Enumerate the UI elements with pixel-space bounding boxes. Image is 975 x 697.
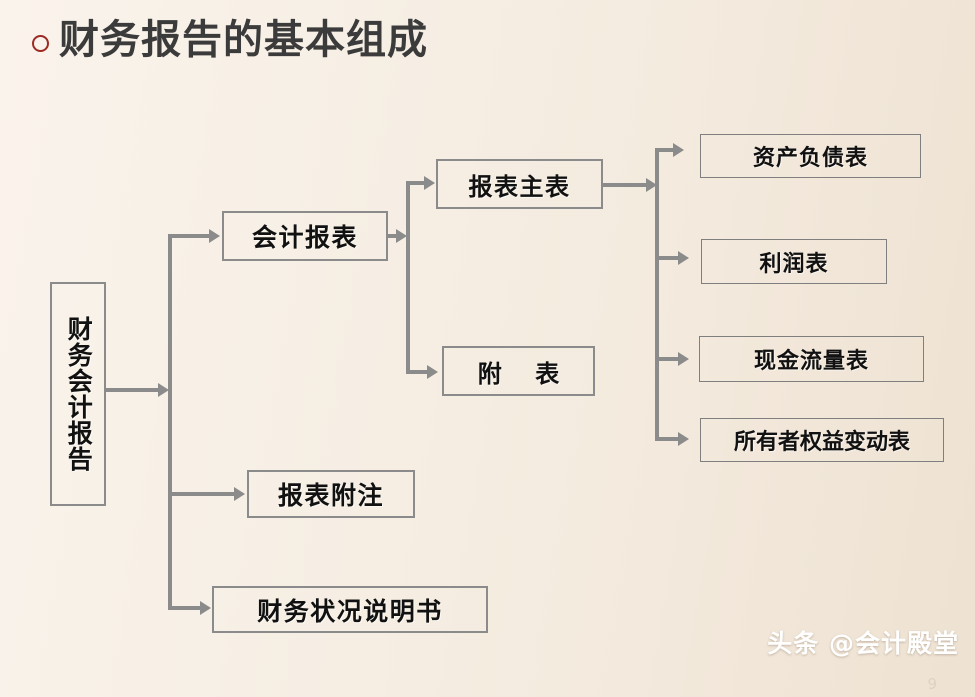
node-changes-in-equity-statement-label: 所有者权益变动表	[733, 430, 910, 455]
page-title: 财务报告的基本组成	[32, 20, 428, 60]
connector-trunk2-to-bbzb	[406, 181, 428, 185]
arrow-trunk1-to-cwzk	[200, 601, 211, 615]
node-accounting-statements[interactable]: 会计报表	[222, 211, 388, 261]
connector-trunk-level3	[655, 149, 659, 441]
node-root-label: 财务会计报告	[64, 316, 94, 472]
node-statement-notes-label: 报表附注	[277, 481, 384, 510]
connector-trunk3-to-lrb	[655, 256, 681, 260]
page-title-text: 财务报告的基本组成	[59, 17, 428, 63]
node-income-statement[interactable]: 利润表	[701, 239, 887, 284]
node-financial-status-description[interactable]: 财务状况说明书	[212, 586, 488, 633]
connector-trunk1-to-bbfz	[168, 492, 238, 496]
arrow-trunk3-to-lrb	[678, 251, 689, 265]
node-changes-in-equity-statement[interactable]: 所有者权益变动表	[700, 418, 944, 462]
node-accounting-statements-label: 会计报表	[251, 223, 358, 252]
arrow-bbzb-to-trunk3	[646, 178, 657, 192]
node-statement-notes[interactable]: 报表附注	[247, 470, 415, 518]
node-balance-sheet-label: 资产负债表	[752, 146, 868, 171]
connector-root-to-trunk1	[106, 388, 162, 392]
node-main-statements-label: 报表主表	[468, 172, 571, 201]
arrow-trunk3-to-zcfz	[673, 143, 684, 157]
connector-trunk2-to-fubiao	[406, 370, 428, 374]
node-cash-flow-statement[interactable]: 现金流量表	[699, 336, 924, 382]
node-income-statement-label: 利润表	[759, 251, 829, 277]
node-main-statements[interactable]: 报表主表	[436, 159, 603, 209]
arrow-trunk2-to-bbzb	[424, 176, 435, 190]
node-balance-sheet[interactable]: 资产负债表	[700, 134, 921, 178]
node-root-financial-accounting-report[interactable]: 财务会计报告	[50, 282, 106, 506]
watermark-text: 头条 @会计殿堂	[767, 629, 959, 658]
connector-bbzb-to-trunk3	[603, 183, 653, 187]
connector-kjbb-to-trunk2	[388, 234, 402, 238]
node-supplementary-statements[interactable]: 附 表	[442, 346, 595, 396]
arrow-root-to-trunk1	[158, 383, 169, 397]
node-cash-flow-statement-label: 现金流量表	[753, 349, 869, 374]
arrow-trunk1-to-kjbb	[209, 229, 220, 243]
connector-trunk1-to-kjbb	[168, 234, 212, 238]
arrow-trunk1-to-bbfz	[234, 487, 245, 501]
node-supplementary-statements-label: 附 表	[477, 359, 560, 388]
connector-trunk1-to-cwzk	[168, 606, 204, 610]
arrow-trunk2-to-fubiao	[427, 365, 438, 379]
connector-trunk3-to-xjll	[655, 357, 681, 361]
connector-trunk3-to-zcfz	[655, 148, 677, 152]
circle-outline-icon	[32, 34, 49, 52]
arrow-trunk3-to-xjll	[678, 352, 689, 366]
connector-trunk-level2	[406, 182, 410, 374]
page-number: 9	[927, 675, 937, 693]
connector-trunk3-to-syzqy	[655, 437, 681, 441]
arrow-trunk3-to-syzqy	[678, 432, 689, 446]
connector-trunk-level1	[168, 236, 172, 610]
node-financial-status-description-label: 财务状况说明书	[257, 596, 443, 626]
arrow-kjbb-to-trunk2	[396, 229, 407, 243]
